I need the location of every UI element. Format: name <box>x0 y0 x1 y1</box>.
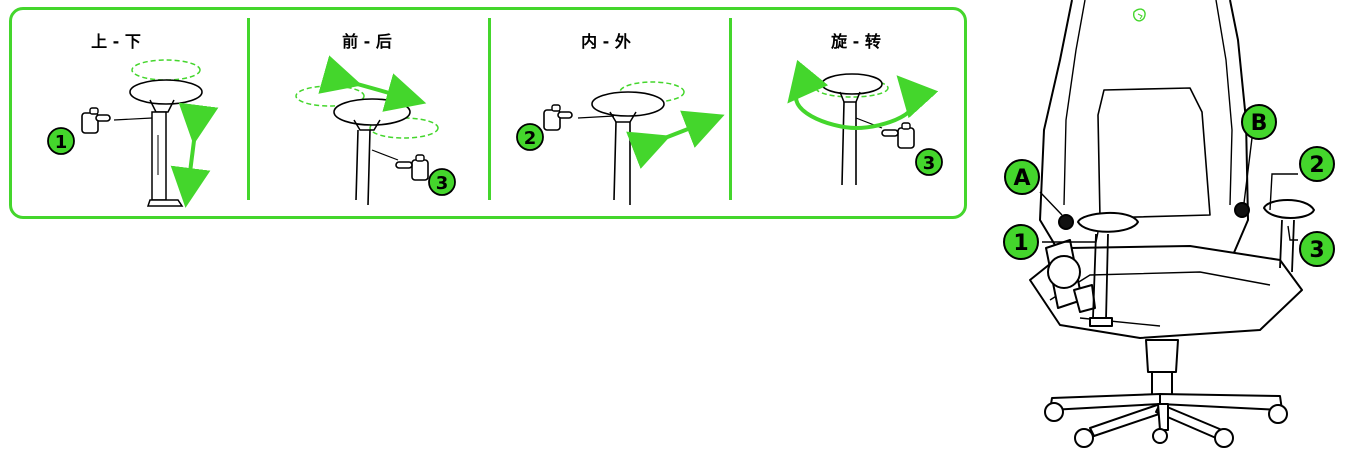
pointing-hand-icon <box>543 104 573 131</box>
step-title-front-back: 前 - 后 <box>342 32 392 51</box>
step-badge: 1 <box>47 127 75 155</box>
step-badge-number: 3 <box>923 153 936 174</box>
step-title-in-out: 内 - 外 <box>581 32 631 51</box>
step-badge-number: 2 <box>524 128 537 149</box>
armrest-in-out-illustration <box>577 81 685 205</box>
callout-label-2: 2 <box>1309 153 1324 178</box>
panel-divider <box>729 18 732 200</box>
callout-label-3: 3 <box>1309 238 1324 263</box>
step-title-rotate: 旋 - 转 <box>831 32 881 51</box>
callout-badge-2: 2 <box>1299 146 1335 182</box>
step-badge: 2 <box>516 123 544 151</box>
step-badge-number: 1 <box>55 132 68 153</box>
gaming-chair-illustration <box>1029 0 1315 448</box>
callout-label-b: B <box>1251 111 1268 136</box>
step-badge: 3 <box>915 148 943 176</box>
double-arrow-icon <box>170 102 219 208</box>
armrest-front-back-illustration <box>295 85 439 206</box>
pointing-hand-icon <box>881 122 915 149</box>
callout-badge-1: 1 <box>1003 224 1039 260</box>
step-badge: 3 <box>428 168 456 196</box>
razer-logo-icon <box>1132 8 1146 22</box>
rotate-arrow-icon <box>787 59 939 131</box>
instruction-panel <box>9 7 967 219</box>
panel-divider <box>247 18 250 200</box>
callout-badge-3: 3 <box>1299 231 1335 267</box>
callout-leaders <box>1039 137 1298 243</box>
callout-label-a: A <box>1013 166 1030 191</box>
double-arrow-icon <box>626 110 725 169</box>
step-badge-number: 3 <box>436 173 449 194</box>
step-title-up-down: 上 - 下 <box>91 32 141 51</box>
pointing-hand-icon <box>81 107 111 134</box>
callout-badge-b: B <box>1241 104 1277 140</box>
pointing-hand-icon <box>395 154 429 181</box>
callout-label-1: 1 <box>1013 231 1028 256</box>
callout-badge-a: A <box>1004 159 1040 195</box>
double-arrow-icon <box>318 55 427 112</box>
panel-divider <box>488 18 491 200</box>
